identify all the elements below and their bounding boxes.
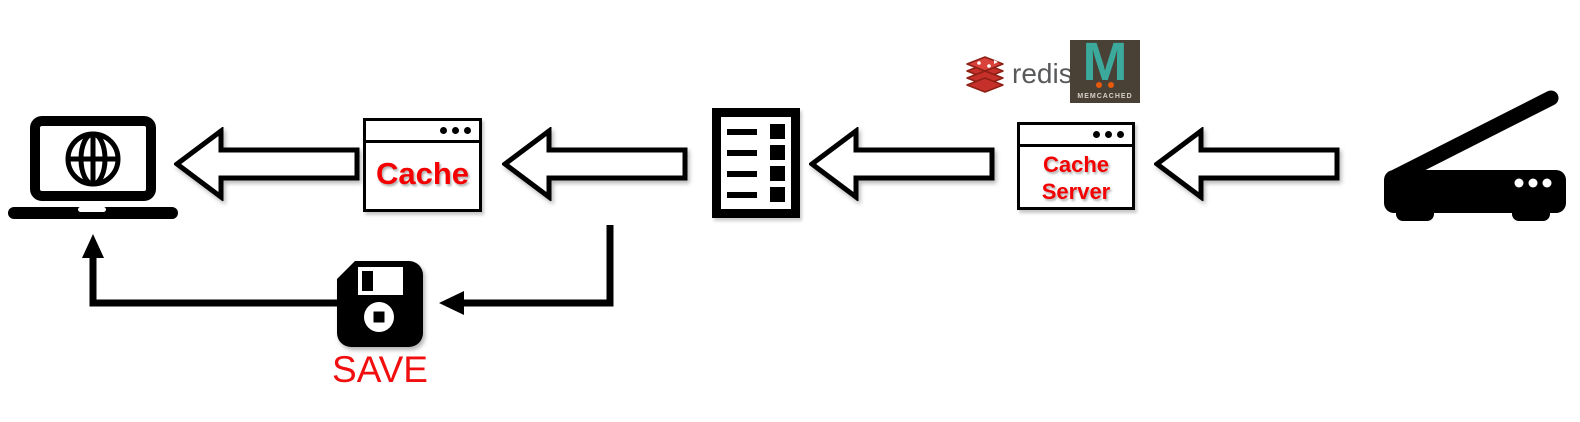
document-list-icon (712, 108, 800, 218)
memcached-dot-icon (1096, 82, 1102, 88)
window-menu-dots-icon (1093, 131, 1124, 138)
redis-logo: redis (963, 55, 1073, 93)
flow-arrow-server-to-list (809, 127, 995, 201)
list-item (727, 166, 785, 181)
list-item (727, 145, 785, 160)
flow-arrow-cache-to-browser (174, 127, 360, 201)
cache-label: Cache (375, 156, 470, 191)
list-item (727, 124, 785, 139)
memcached-logo: M MEMCACHED (1070, 40, 1140, 103)
scanner-icon (1384, 90, 1566, 221)
browser-laptop-icon (8, 116, 178, 219)
floppy-disk-icon (337, 261, 423, 347)
cache-server-label-line2: Server (1041, 179, 1111, 204)
flow-arrow-list-to-cache (502, 127, 688, 201)
globe-icon (65, 131, 121, 187)
memcached-m-letter: M (1082, 40, 1128, 92)
memcached-wordmark: MEMCACHED (1077, 93, 1133, 100)
memcached-dot-icon (1108, 82, 1114, 88)
list-item (727, 187, 785, 202)
window-titlebar (1020, 125, 1132, 147)
connector-list-to-save (439, 225, 614, 315)
flow-arrow-scanner-to-server (1154, 127, 1340, 201)
connector-save-to-browser (82, 234, 345, 307)
cache-server-window: Cache Server (1017, 122, 1135, 210)
cache-server-label: Cache Server (1020, 147, 1132, 205)
window-menu-dots-icon (440, 127, 471, 134)
save-label: SAVE (332, 349, 428, 390)
redis-wordmark: redis (1012, 58, 1073, 89)
redis-icon (966, 56, 1004, 93)
cache-window: Cache (363, 118, 482, 212)
window-titlebar (366, 121, 479, 143)
cache-server-label-line1: Cache (1042, 152, 1110, 177)
